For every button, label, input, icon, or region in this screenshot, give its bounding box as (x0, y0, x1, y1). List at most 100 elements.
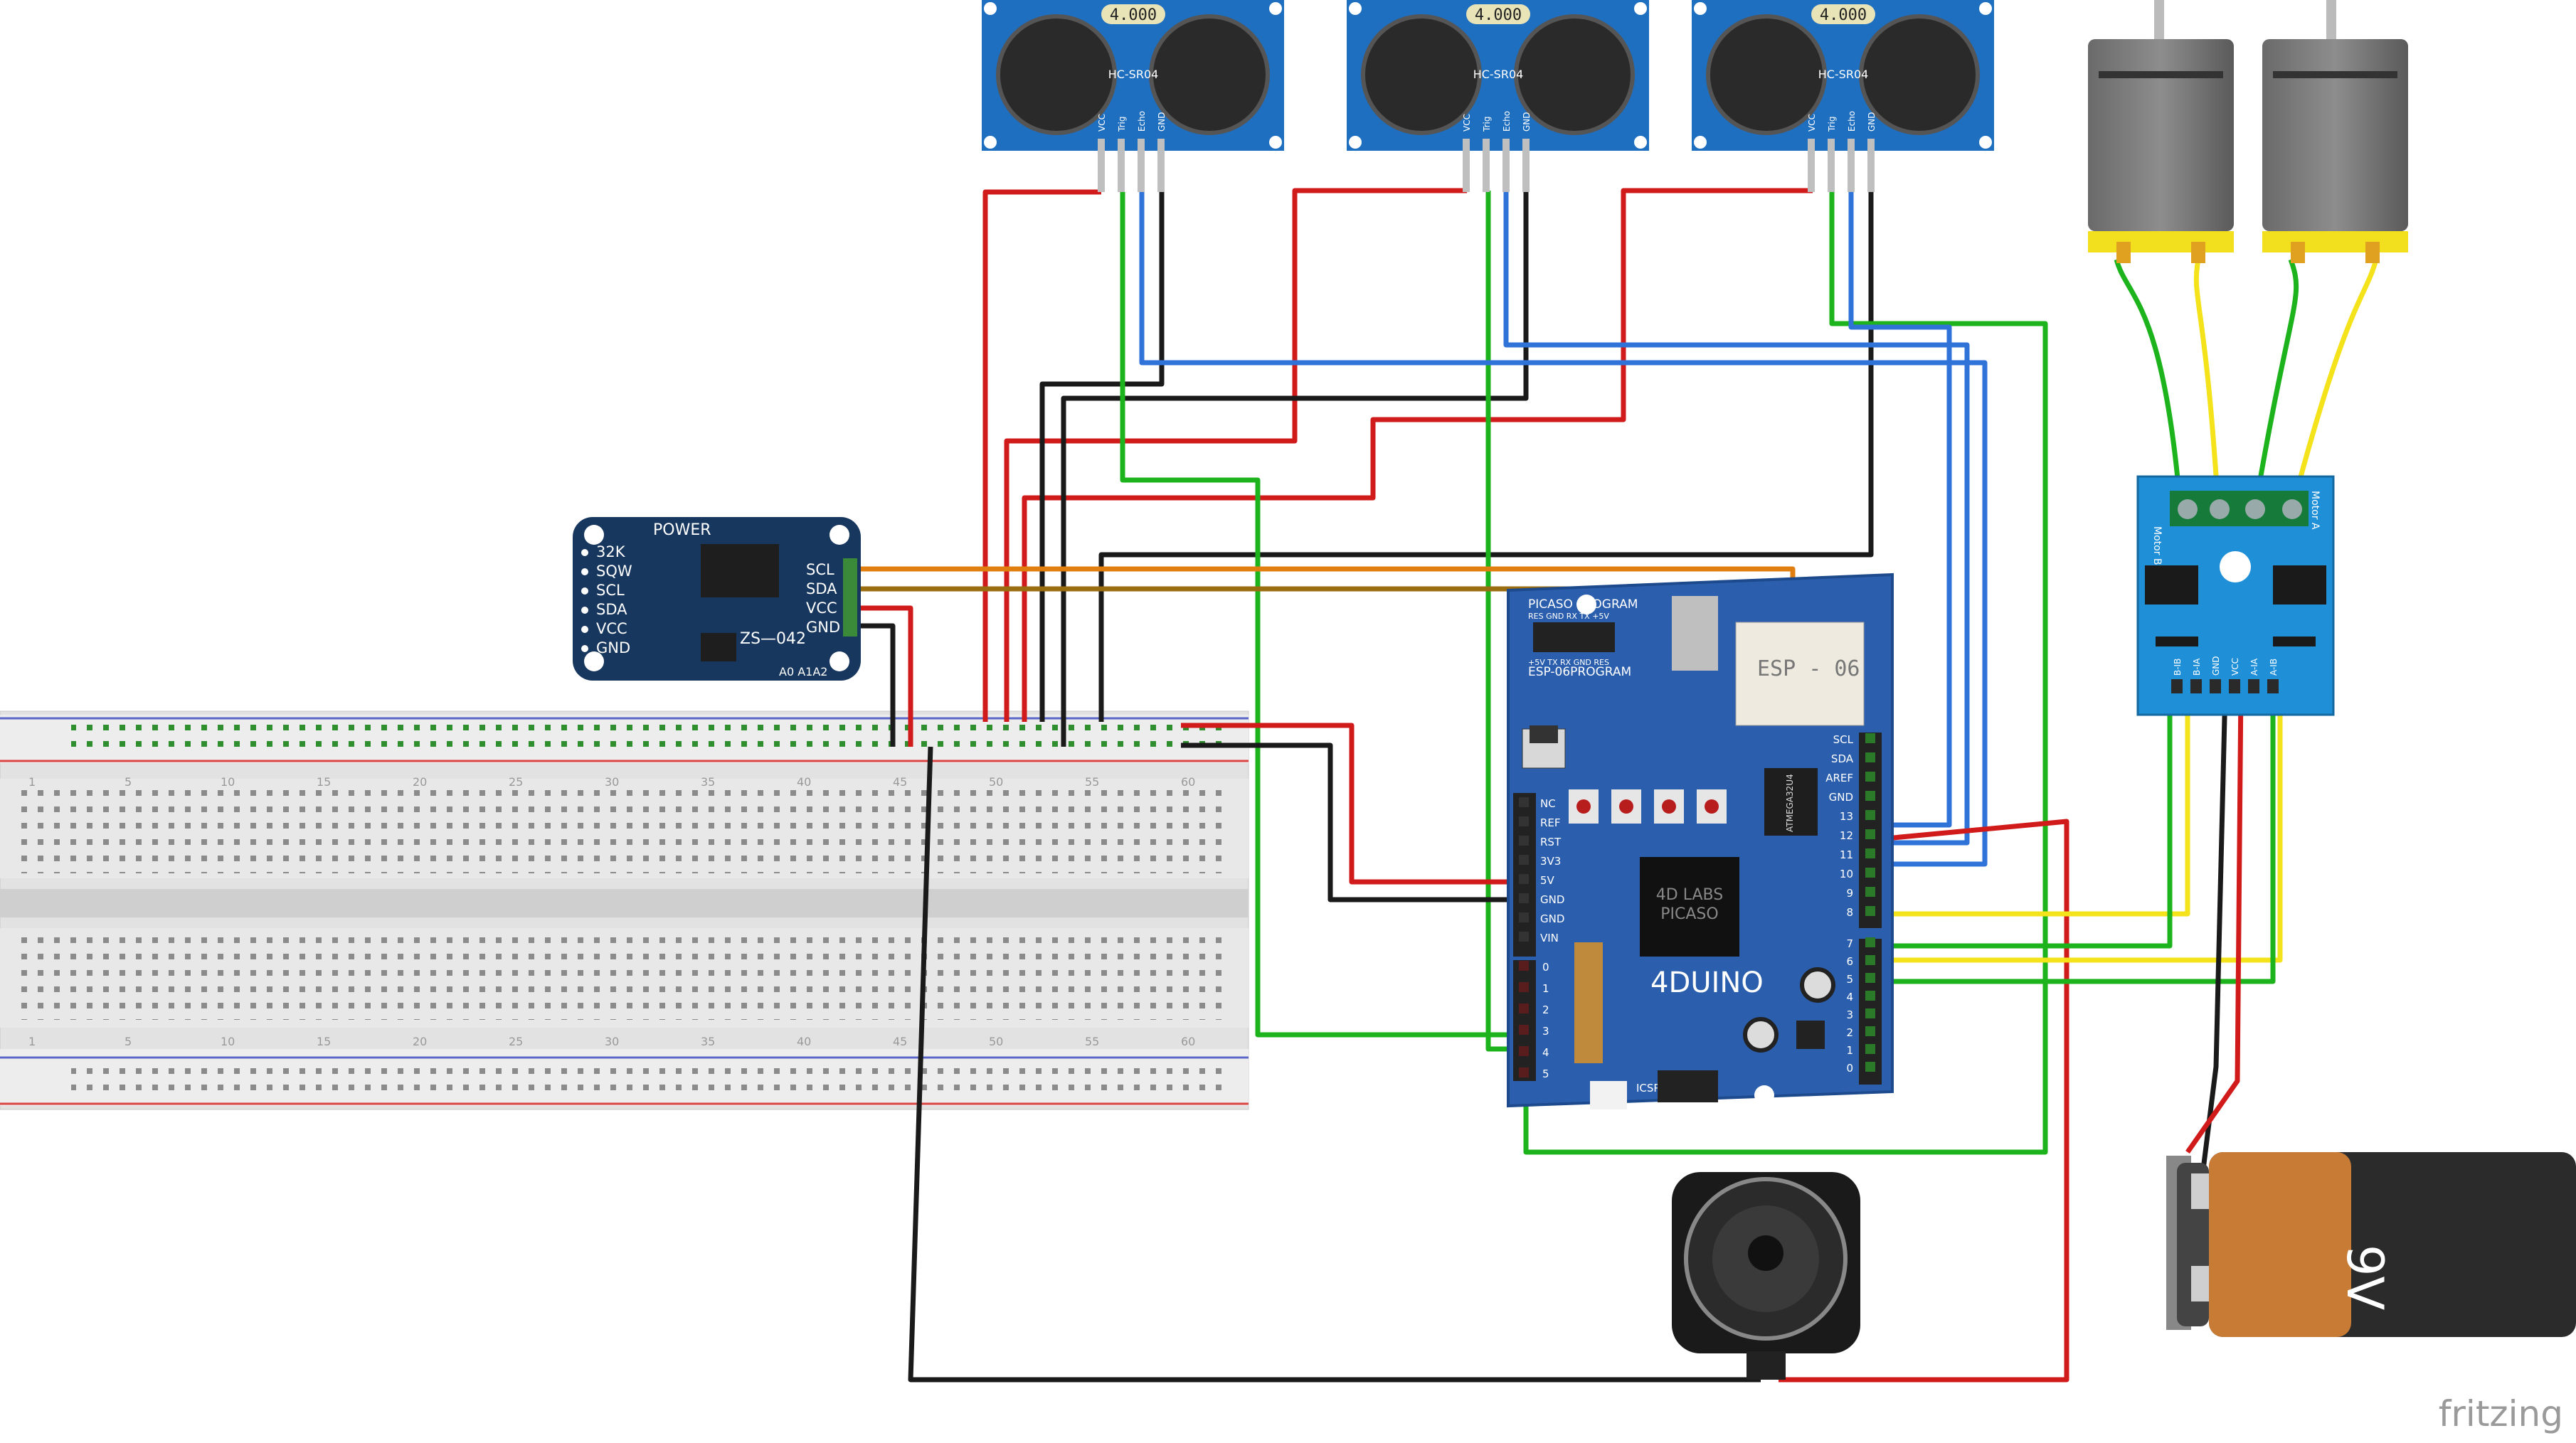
icsp-label: ICSP (1636, 1082, 1660, 1095)
breadboard-column-label: 40 (797, 775, 811, 789)
rtc-addr-label: A0 A1A2 (779, 665, 827, 678)
power-pin-label: VIN (1540, 932, 1559, 944)
crystal-label: 4.000 (1820, 6, 1867, 24)
sensor-pin-label: Echo (1502, 111, 1512, 132)
crystal-label: 4.000 (1475, 6, 1522, 24)
power-pin-label: 5V (1540, 874, 1555, 887)
breadboard-column-label: 10 (221, 775, 235, 789)
rtc-left-pin-label: GND (596, 639, 630, 656)
sensor-pin-label: VCC (1807, 114, 1817, 132)
wire-black-rtc-gnd (854, 623, 896, 747)
rtc-right-pin-label: SDA (806, 580, 837, 597)
rtc-left-pin-label: VCC (596, 620, 627, 637)
wire-blue-sensor1 (1139, 192, 1988, 867)
power-pin-label: GND (1540, 912, 1564, 925)
rtc-left-pin-label: SDA (596, 601, 627, 618)
esp-module-label: ESP - 06 (1757, 656, 1860, 681)
rtc-module: POWER ZS—042 A0 A1A2 32KSQWSCLSDAVCCGND … (573, 517, 861, 681)
wire-blue-sensor3 (1848, 191, 1952, 828)
driver-pin-label: GND (2211, 656, 2221, 676)
breadboard-column-label: 5 (124, 1035, 132, 1048)
wire-green-motor1 (2114, 259, 2183, 509)
sensor-pin-label: VCC (1462, 114, 1472, 132)
analog-pin-label: 0 (1542, 961, 1549, 974)
analog-pin-label: 3 (1542, 1025, 1549, 1038)
breadboard-column-label: 40 (797, 1035, 811, 1048)
wire-red-speaker (1779, 819, 2069, 1383)
sensor-pin-label: GND (1867, 112, 1877, 132)
driver-pin-label: B-IA (2192, 658, 2202, 676)
motor-2 (2262, 0, 2408, 263)
analog-pin-label: 2 (1542, 1003, 1549, 1016)
breadboard-column-label: 60 (1181, 775, 1195, 789)
rtc-model-label: ZS—042 (740, 630, 806, 648)
digital-pin-label: SCL (1833, 733, 1854, 746)
dc-motors (2088, 0, 2408, 263)
power-pin-label: RST (1540, 836, 1562, 848)
breadboard-column-label: 10 (221, 1035, 235, 1048)
wire-green-sensor1 (1120, 192, 1530, 1038)
driver-pin-label: A-IA (2249, 658, 2259, 676)
wire-red-sensor2 (1004, 188, 1467, 722)
wire-black-gnd (1181, 742, 1530, 902)
crystal-label: 4.000 (1110, 6, 1157, 24)
breadboard-column-label: 15 (317, 1035, 331, 1048)
wire-red-battery (2185, 688, 2244, 1154)
digital-pin-label: 12 (1840, 829, 1853, 842)
sensor-model-label: HC-SR04 (1473, 68, 1524, 81)
driver-pin-label: B-IB (2173, 659, 2183, 676)
rtc-right-pin-label: VCC (806, 600, 837, 617)
breadboard-column-label: 20 (413, 775, 427, 789)
breadboard-column-label: 30 (605, 1035, 619, 1048)
breadboard-column-label: 25 (509, 775, 523, 789)
digital-pin-label: 8 (1846, 906, 1853, 919)
motor-1 (2088, 0, 2234, 263)
board-name: 4DUINO (1650, 967, 1764, 999)
wire-green-sensor3 (1523, 191, 2048, 1155)
wire-red-sensor1 (982, 189, 1101, 722)
digital-pin-label: 3 (1846, 1008, 1853, 1021)
driver-pin-label: A-IB (2269, 659, 2279, 676)
rtc-right-pin-label: GND (806, 619, 840, 636)
wires (854, 188, 2379, 1383)
battery-label: 9V (2336, 1245, 2394, 1311)
wire-green-d6 (1878, 688, 2173, 949)
analog-pin-label: 1 (1542, 982, 1549, 995)
rtc-power-label: POWER (653, 521, 711, 539)
rtc-left-pin-label: SQW (596, 563, 632, 580)
sensor-pin-label: GND (1157, 112, 1167, 132)
digital-pin-label: SDA (1831, 752, 1854, 765)
breadboard-column-label: 50 (989, 775, 1003, 789)
sensor-pin-label: VCC (1097, 114, 1107, 132)
breadboard-column-label: 1 (28, 775, 36, 789)
wire-black-battery (2199, 688, 2228, 1181)
fritzing-watermark: fritzing (2438, 1393, 2563, 1434)
atmega-label: ATMEGA32U4 (1785, 774, 1795, 832)
digital-pin-label: 6 (1846, 955, 1853, 968)
breadboard-column-label: 55 (1085, 775, 1099, 789)
picaso-program-label: PICASO PROGRAM (1528, 597, 1638, 612)
chip-label-1: 4D LABS (1656, 886, 1723, 904)
reset-buttons (1569, 789, 1727, 824)
digital-pin-label: 13 (1840, 810, 1853, 823)
breadboard-column-label: 25 (509, 1035, 523, 1048)
motor-b-label: Motor B (2151, 526, 2163, 565)
breadboard-column-label: 45 (893, 1035, 907, 1048)
wire-black-sensor2 (1061, 191, 1529, 747)
4duino-board: ESP - 06 PICASO PROGRAM RES GND RX TX +5… (1507, 573, 1894, 1109)
power-pin-label: GND (1540, 893, 1564, 906)
breadboard-column-label: 35 (701, 775, 715, 789)
digital-pin-label: 1 (1846, 1044, 1853, 1057)
wire-black-speaker (908, 746, 1761, 1383)
breadboard-column-label: 60 (1181, 1035, 1195, 1048)
motor-a-label: Motor A (2309, 491, 2321, 530)
analog-pin-label: 5 (1542, 1067, 1549, 1080)
wire-red-5v (1181, 723, 1530, 885)
rtc-right-pin-label: SCL (806, 561, 834, 578)
